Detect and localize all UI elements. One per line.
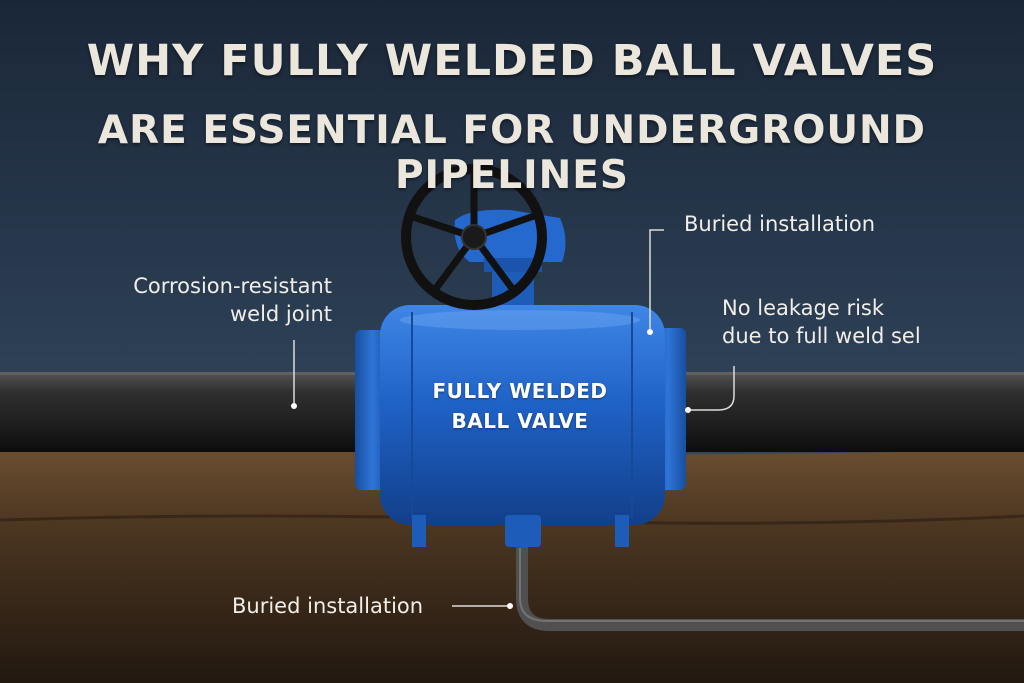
handwheel-icon xyxy=(401,164,547,310)
valve-label-line-1: FULLY WELDED xyxy=(432,379,608,403)
callout-buried-installation-bottom: Buried installation xyxy=(232,594,424,618)
callout-weld-joint: Corrosion-resistant weld joint xyxy=(90,272,332,328)
drain-pipe xyxy=(516,539,1024,631)
drain-pipe-highlight xyxy=(519,548,1024,622)
callout-leader-weld-joint xyxy=(291,340,297,409)
valve-drain-fitting xyxy=(505,515,541,547)
valve-foot-right xyxy=(615,515,629,547)
callout-no-leakage-line-2: due to full weld sel xyxy=(722,324,921,348)
callout-leader-no-leakage xyxy=(685,366,735,413)
callout-no-leakage-line-1: No leakage risk xyxy=(722,296,885,320)
ball-valve xyxy=(355,209,686,547)
valve-label: FULLY WELDED BALL VALVE xyxy=(420,376,620,436)
callout-buried-installation-top: Buried installation xyxy=(684,212,876,236)
callout-leader-buried-top xyxy=(647,229,664,335)
valve-body xyxy=(380,305,665,525)
valve-foot-left xyxy=(412,515,426,547)
callout-leader-buried-bottom xyxy=(452,603,513,609)
title-line-1: WHY FULLY WELDED BALL VALVES xyxy=(86,36,938,86)
valve-body-highlight xyxy=(400,310,640,330)
callout-weld-joint-line-2: weld joint xyxy=(230,302,332,326)
callout-weld-joint-line-1: Corrosion-resistant xyxy=(133,274,332,298)
valve-label-line-2: BALL VALVE xyxy=(451,409,589,433)
callout-no-leakage: No leakage risk due to full weld sel xyxy=(722,294,921,350)
title-line-2: ARE ESSENTIAL FOR UNDERGROUND PIPELINES xyxy=(97,108,927,198)
